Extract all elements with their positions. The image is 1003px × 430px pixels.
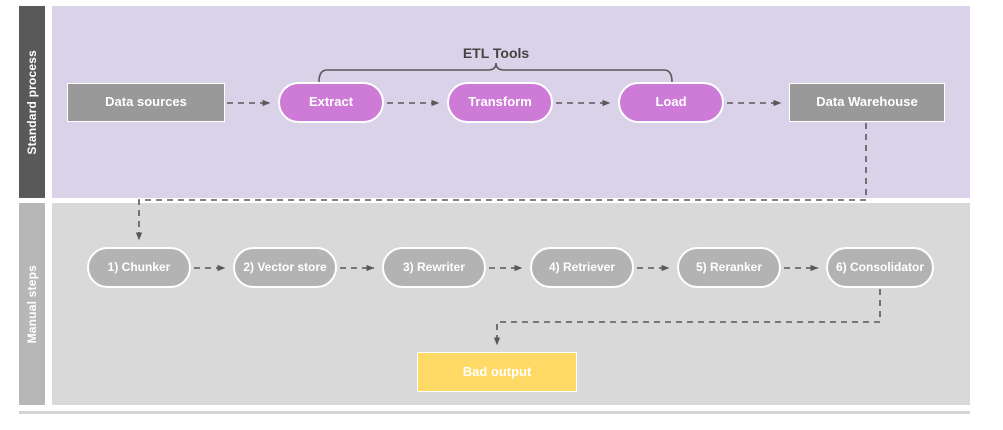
node-label-chunker: 1) Chunker <box>107 259 171 274</box>
bottom-divider <box>19 411 970 414</box>
node-label-data-warehouse: Data Warehouse <box>816 94 918 110</box>
node-load[interactable]: Load <box>618 82 724 123</box>
node-vector-store[interactable]: 2) Vector store <box>233 247 337 288</box>
lane-band-standard-process: Standard process <box>19 6 45 198</box>
node-rewriter[interactable]: 3) Rewriter <box>382 247 486 288</box>
node-label-data-sources: Data sources <box>105 94 187 110</box>
node-label-extract: Extract <box>308 94 354 110</box>
lane-band-manual-steps: Manual steps <box>19 203 45 405</box>
lane-label-standard-process: Standard process <box>25 49 39 155</box>
node-label-bad-output: Bad output <box>462 363 532 379</box>
node-label-consolidator: 6) Consolidator <box>835 259 924 274</box>
node-bad-output[interactable]: Bad output <box>417 352 577 392</box>
node-reranker[interactable]: 5) Reranker <box>677 247 781 288</box>
node-data-sources[interactable]: Data sources <box>67 83 225 122</box>
node-label-transform: Transform <box>468 94 532 110</box>
node-extract[interactable]: Extract <box>278 82 384 123</box>
node-data-warehouse[interactable]: Data Warehouse <box>789 83 945 122</box>
node-label-rewriter: 3) Rewriter <box>402 259 466 274</box>
lane-label-manual-steps: Manual steps <box>25 264 39 344</box>
node-label-reranker: 5) Reranker <box>695 259 763 274</box>
node-label-retriever: 4) Retriever <box>548 259 616 274</box>
node-retriever[interactable]: 4) Retriever <box>530 247 634 288</box>
node-transform[interactable]: Transform <box>447 82 553 123</box>
node-chunker[interactable]: 1) Chunker <box>87 247 191 288</box>
node-label-load: Load <box>655 94 687 110</box>
node-label-vector-store: 2) Vector store <box>243 259 327 274</box>
etl-tools-label: ETL Tools <box>462 45 530 61</box>
node-consolidator[interactable]: 6) Consolidator <box>826 247 934 288</box>
